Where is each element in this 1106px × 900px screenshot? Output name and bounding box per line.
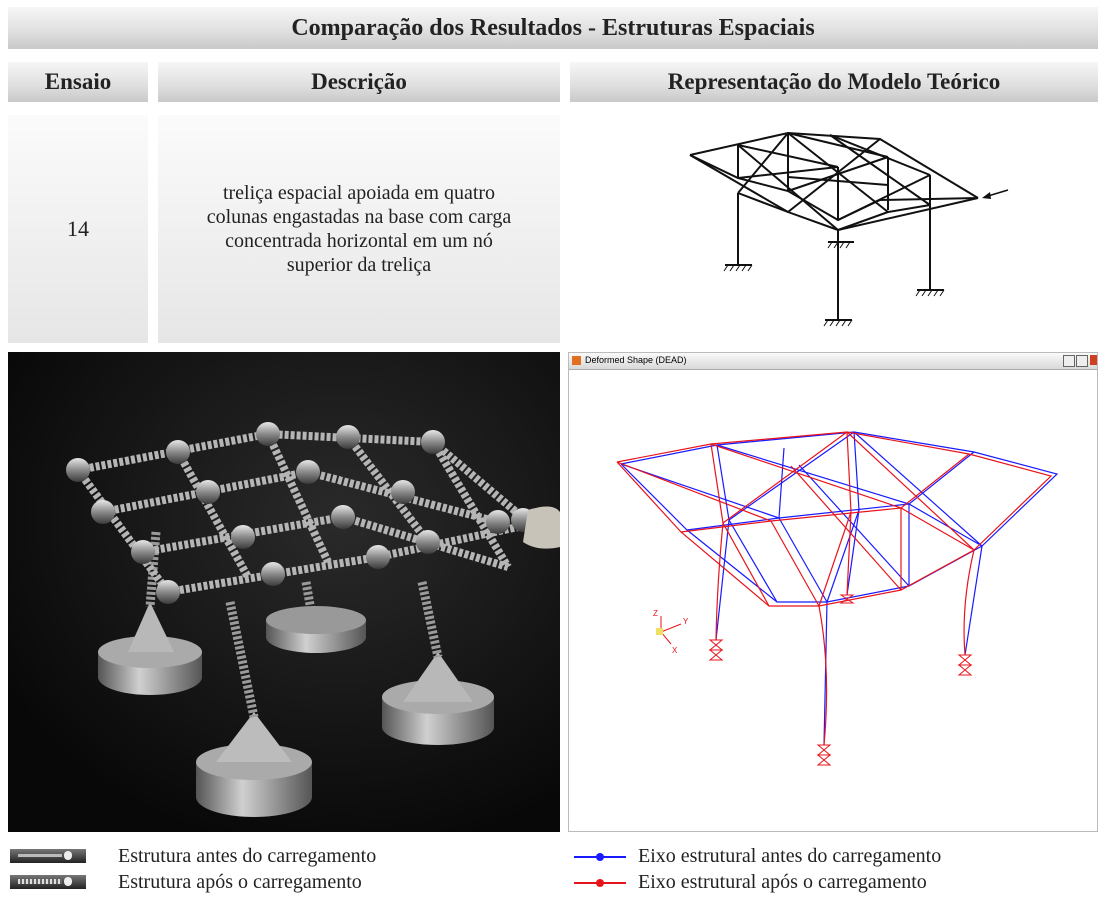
legend-label-axis-before: Eixo estrutural antes do carregamento [638, 845, 942, 867]
close-button[interactable] [1090, 355, 1097, 365]
axis-label-z: Z [653, 609, 658, 618]
legend-blue-line-icon [574, 853, 626, 861]
support-base [266, 606, 366, 653]
legend-spring-rod-icon [10, 875, 86, 889]
column-header-descricao: Descrição [158, 62, 560, 102]
column-header-ensaio: Ensaio [8, 62, 148, 102]
software-deformed-view: Deformed Shape (DEAD) [568, 352, 1098, 832]
legend-rod-icon [10, 849, 86, 863]
ensaio-number: 14 [8, 115, 148, 343]
truss-model-diagram [689, 131, 1009, 327]
column-header-representacao: Representação do Modelo Teórico [570, 62, 1098, 102]
app-icon [572, 356, 581, 365]
software-window-titlebar: Deformed Shape (DEAD) [569, 353, 1097, 370]
axis-label-y: Y [683, 617, 689, 626]
description-cell: treliça espacial apoiada em quatro colun… [158, 115, 560, 343]
theoretical-model-cell [570, 115, 1098, 343]
description-text: treliça espacial apoiada em quatro colun… [206, 182, 512, 276]
physical-model-photo [8, 352, 560, 832]
load-arrow [982, 189, 1009, 199]
support-symbol [708, 594, 973, 766]
legend-label-axis-after: Eixo estrutural após o carregamento [638, 871, 927, 893]
support-base [98, 602, 202, 695]
legend-label-before: Estrutura antes do carregamento [118, 845, 377, 867]
support-base [196, 712, 312, 817]
axis-label-x: X [672, 646, 678, 655]
legend-red-line-icon [574, 879, 626, 887]
support-base [382, 652, 494, 745]
maximize-button[interactable] [1076, 355, 1088, 367]
axes-triad: Z Y X [653, 609, 689, 655]
software-window-title: Deformed Shape (DEAD) [585, 355, 687, 365]
structure-before-loading [620, 431, 1059, 746]
legend-label-after: Estrutura após o carregamento [118, 871, 362, 893]
minimize-button[interactable] [1063, 355, 1075, 367]
page-title: Comparação dos Resultados - Estruturas E… [8, 7, 1098, 49]
structure-after-loading [616, 431, 1053, 746]
